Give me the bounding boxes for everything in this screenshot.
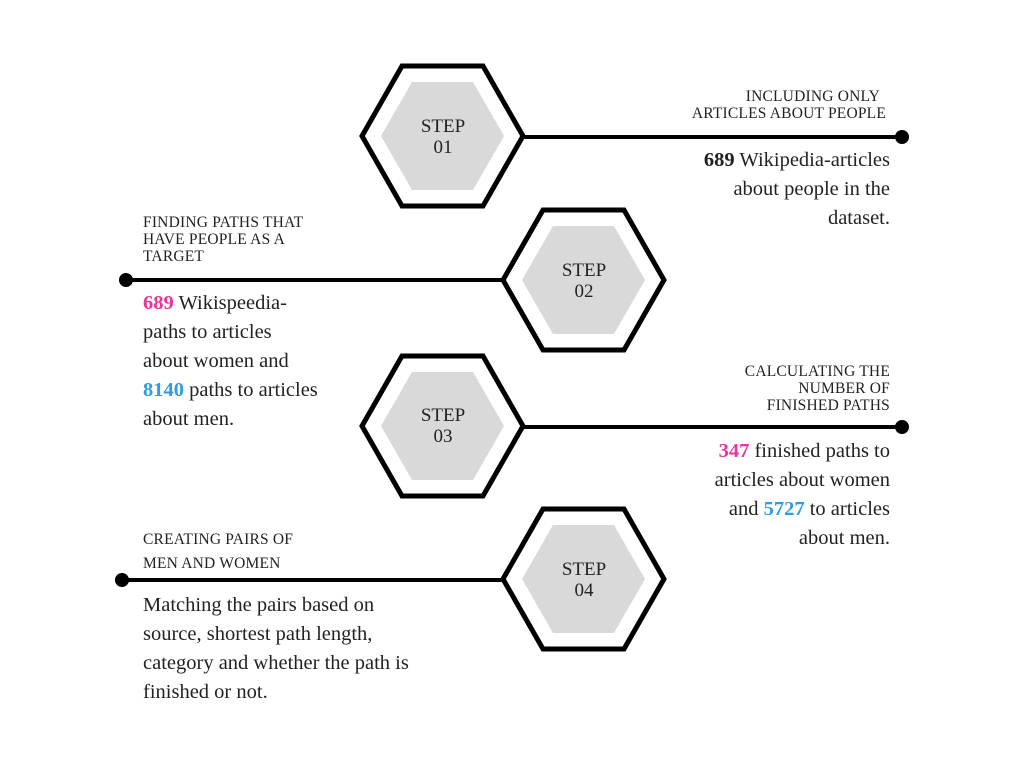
step-02-text: paths to articles [143,321,272,343]
step-01-description: 689 Wikipedia-articles about people in t… [590,146,890,233]
step-01-label: STEP 01 [398,116,488,158]
step-04-label-number: 04 [574,580,594,601]
step-03-description: 347 finished paths to articles about wom… [570,437,890,553]
step-02-women-count: 689 [143,292,174,314]
step-02-caption-line: HAVE PEOPLE AS A [143,231,286,248]
step-01-text: about people in the [733,178,890,200]
step-03-text: articles about women [714,469,890,491]
step-02-text: about men. [143,408,235,430]
step-04-text: category and whether the path is [143,652,409,674]
step-04-caption: CREATING PAIRS OF MEN AND WOMEN [143,528,403,576]
step-02-label-number: 02 [574,281,594,302]
step-01-label-number: 01 [433,137,453,158]
step-03-text: about men. [798,527,890,549]
step-03-text: and [728,498,764,520]
step-04-end-dot [115,573,129,587]
step-03-label-number: 03 [433,426,453,447]
step-02-end-dot [119,273,133,287]
step-02-hexagon-inner [522,226,645,334]
step-02-label: STEP 02 [539,260,629,302]
step-01-caption-line: INCLUDING ONLY [745,88,880,105]
step-03-label: STEP 03 [398,405,488,447]
step-04-hexagon-inner [522,525,645,633]
step-02-description: 689 Wikispeedia- paths to articles about… [143,289,403,434]
step-03-caption-line: CALCULATING THE [744,363,890,380]
step-01-hexagon-inner [381,82,504,190]
step-02-men-count: 8140 [143,379,184,401]
step-03-caption-line: NUMBER OF [798,380,890,397]
step-04-caption-line: CREATING PAIRS OF [143,531,294,548]
step-04-label-word: STEP [561,559,607,580]
step-02-text: about women and [143,350,289,372]
step-04-text: source, shortest path length, [143,623,373,645]
step-01-count: 689 [703,149,735,171]
step-02-label-word: STEP [561,260,607,281]
step-01-label-word: STEP [420,116,466,137]
step-03-men-count: 5727 [763,498,805,520]
step-04-text: Matching the pairs based on [143,594,375,616]
step-04-label: STEP 04 [539,559,629,601]
step-02-text: paths to articles [184,379,318,401]
step-04-text: finished or not. [143,681,268,703]
step-01-caption: INCLUDING ONLY ARTICLES ABOUT PEOPLE [626,88,886,122]
step-01-caption-line: ARTICLES ABOUT PEOPLE [691,105,886,122]
step-03-women-count: 347 [718,440,750,462]
step-03-caption-line: FINISHED PATHS [766,397,890,414]
step-03-hexagon-inner [381,372,504,480]
step-03-label-word: STEP [420,405,466,426]
step-03-text: finished paths to [749,440,890,462]
step-04-description: Matching the pairs based on source, shor… [143,591,523,707]
step-01-text: dataset. [827,207,890,229]
step-03-text: to articles [804,498,890,520]
step-01-text: Wikipedia-articles [734,149,890,171]
step-02-caption: FINDING PATHS THAT HAVE PEOPLE AS A TARG… [143,214,403,265]
step-03-end-dot [895,420,909,434]
step-03-caption: CALCULATING THE NUMBER OF FINISHED PATHS [630,363,890,414]
step-01-end-dot [895,130,909,144]
step-02-text: Wikispeedia- [173,292,287,314]
step-02-caption-line: FINDING PATHS THAT [143,214,304,231]
step-04-caption-line: MEN AND WOMEN [143,555,281,572]
step-02-caption-line: TARGET [143,248,205,265]
